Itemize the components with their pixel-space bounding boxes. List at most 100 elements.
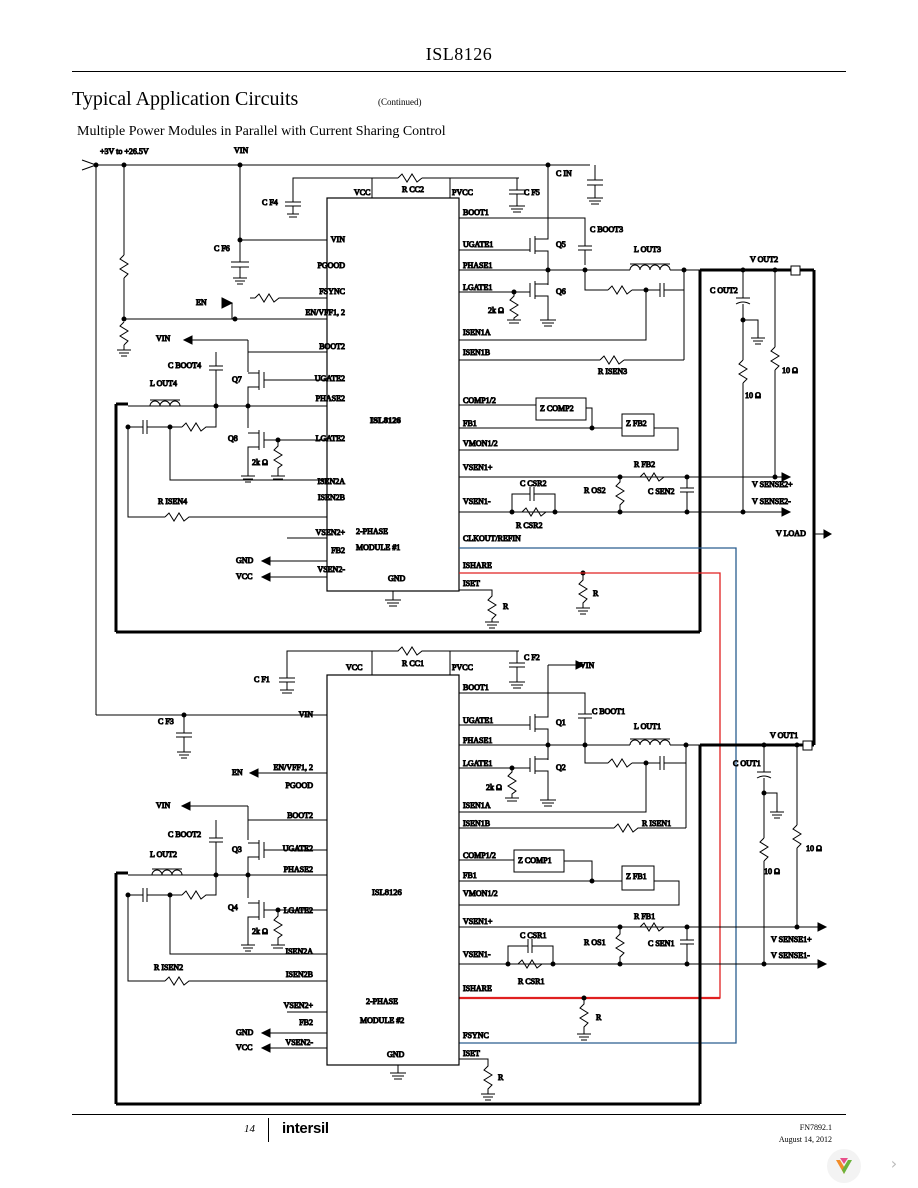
vload-label: V LOAD [776, 529, 806, 538]
module2-vin-top: VIN [580, 661, 594, 670]
module1-pin-left-8: ISEN2A [317, 477, 345, 486]
module1-vin-arrow: VIN [156, 334, 170, 343]
module2-vcc-arrow: VCC [236, 1043, 252, 1052]
module2-rcsr: R CSR1 [518, 977, 544, 986]
module1-pin-left-11: FB2 [331, 546, 345, 555]
module1-pin-pvcc: PVCC [452, 188, 473, 197]
module2-cf2: C F2 [524, 653, 540, 662]
module2-risen2: R ISEN2 [154, 963, 183, 972]
module2-ros: R OS1 [584, 938, 606, 947]
module2-pin-vcc: VCC [346, 663, 362, 672]
module2-pin-left-10: FB2 [299, 1018, 313, 1027]
module1-pin-left-2: FSYNC [319, 287, 345, 296]
module1-zcomp: Z COMP2 [540, 404, 574, 413]
module1-chip-name: ISL8126 [370, 415, 401, 425]
module2-pin-right-7: FB1 [463, 871, 477, 880]
module2-pin-left-11: VSEN2- [285, 1038, 313, 1047]
doc-date: August 14, 2012 [778, 1135, 832, 1144]
module1-pin-right-7: FB1 [463, 419, 477, 428]
module2-pin-pvcc: PVCC [452, 663, 473, 672]
module2-chip-box [326, 674, 460, 1066]
module1-csen: C SEN2 [648, 487, 674, 496]
module1-cboot3: C BOOT3 [590, 225, 623, 234]
doc-number: FN7892.1 [799, 1123, 832, 1132]
module2-en-label: EN [232, 768, 243, 777]
module1-r-iset: R [503, 602, 509, 611]
module2-pin-right-3: LGATE1 [463, 759, 492, 768]
module2-pin-right-4: ISEN1A [463, 801, 491, 810]
footer-rule [72, 1114, 846, 1115]
module2-chip-name: ISL8126 [372, 887, 402, 897]
supply-vin: VIN [234, 146, 248, 155]
module1-risen3: R ISEN3 [598, 367, 627, 376]
module1-pin-left-5: UGATE2 [315, 374, 345, 383]
module2-pin-right-6: COMP1/2 [463, 851, 496, 860]
module1-desc1: 2-PHASE [356, 527, 388, 536]
figure-caption: Multiple Power Modules in Parallel with … [77, 124, 446, 139]
module1-rcc: R CC2 [402, 185, 424, 194]
module2-risen1: R ISEN1 [642, 819, 671, 828]
module1-pin-right-9: VSEN1+ [463, 463, 493, 472]
module1-pin-left-12: VSEN2- [317, 565, 345, 574]
module1-pin-right-1: UGATE1 [463, 240, 493, 249]
module1-pin-left-6: PHASE2 [316, 394, 345, 403]
module1-rcsr: R CSR2 [516, 521, 542, 530]
module1-schematic: VCC PVCC ISL8126 2-PHASE MODULE #1 GND B… [81, 146, 833, 1044]
module1-pin-right-5: ISEN1B [463, 348, 490, 357]
module1-pin-right-3: LGATE1 [463, 283, 492, 292]
module1-zfb: Z FB2 [626, 419, 647, 428]
module1-q8: Q8 [228, 434, 238, 443]
clk-sync-wire [459, 547, 737, 1044]
module1-r10b: 10 Ω [782, 366, 798, 375]
module2-r-iset: R [498, 1073, 504, 1082]
module1-pin-left-9: ISEN2B [318, 493, 345, 502]
module1-pin-right-2: PHASE1 [463, 261, 492, 270]
module1-q6: Q6 [556, 287, 566, 296]
module1-pin-right-6: COMP1/2 [463, 396, 496, 405]
module1-vcc-arrow: VCC [236, 572, 252, 581]
module1-lout4: L OUT4 [150, 379, 177, 388]
module2-pin-right-9: VSEN1+ [463, 917, 493, 926]
module2-pin-right-13: ISET [463, 1049, 480, 1058]
module2-r2k-b: 2k Ω [252, 927, 268, 936]
chevron-right-icon[interactable]: › [890, 1154, 898, 1173]
module2-zfb: Z FB1 [626, 872, 647, 881]
module2-pin-left-9: VSEN2+ [284, 1001, 314, 1010]
module1-pin-gnd: GND [388, 574, 406, 583]
module2-pin-gnd: GND [387, 1050, 405, 1059]
module1-gnd-arrow: GND [236, 556, 254, 565]
module1-pin-right-12: ISHARE [463, 561, 492, 570]
module2-r10a: 10 Ω [764, 867, 780, 876]
module2-q3: Q3 [232, 845, 242, 854]
module1-pin-right-13: ISET [463, 579, 480, 588]
module2-pin-right-0: BOOT1 [463, 683, 489, 692]
module1-r2k-b: 2k Ω [252, 458, 268, 467]
module1-pin-left-7: LGATE2 [316, 434, 345, 443]
module2-desc1: 2-PHASE [366, 997, 398, 1006]
module2-lout2: L OUT2 [150, 850, 177, 859]
module1-vsense-p: V SENSE2+ [752, 480, 793, 489]
module2-r-ishare: R [596, 1013, 602, 1022]
module1-cf6: C F6 [214, 244, 230, 253]
module1-q5: Q5 [556, 240, 566, 249]
logo-icon[interactable] [826, 1148, 862, 1184]
module2-zcomp: Z COMP1 [518, 856, 552, 865]
brand-logo: intersil [282, 1120, 329, 1137]
module1-lout3: L OUT3 [634, 245, 661, 254]
module2-cf3: C F3 [158, 717, 174, 726]
module1-pin-right-11: CLKOUT/REFIN [463, 534, 521, 543]
module1-r-ishare: R [593, 589, 599, 598]
module2-pin-left-8: ISEN2B [286, 970, 313, 979]
module1-pin-left-10: VSEN2+ [316, 528, 346, 537]
module1-pin-right-10: VSEN1- [463, 497, 491, 506]
module2-desc2: MODULE #2 [360, 1016, 404, 1025]
module2-pin-left-7: ISEN2A [285, 947, 313, 956]
module2-rfb: R FB1 [634, 912, 655, 921]
module2-r2k-a: 2k Ω [486, 783, 502, 792]
module2-cboot2: C BOOT2 [168, 830, 201, 839]
module1-rfb: R FB2 [634, 460, 655, 469]
module2-pin-right-12: FSYNC [463, 1031, 489, 1040]
module2-r10b: 10 Ω [806, 844, 822, 853]
page-number: 14 [244, 1123, 255, 1135]
